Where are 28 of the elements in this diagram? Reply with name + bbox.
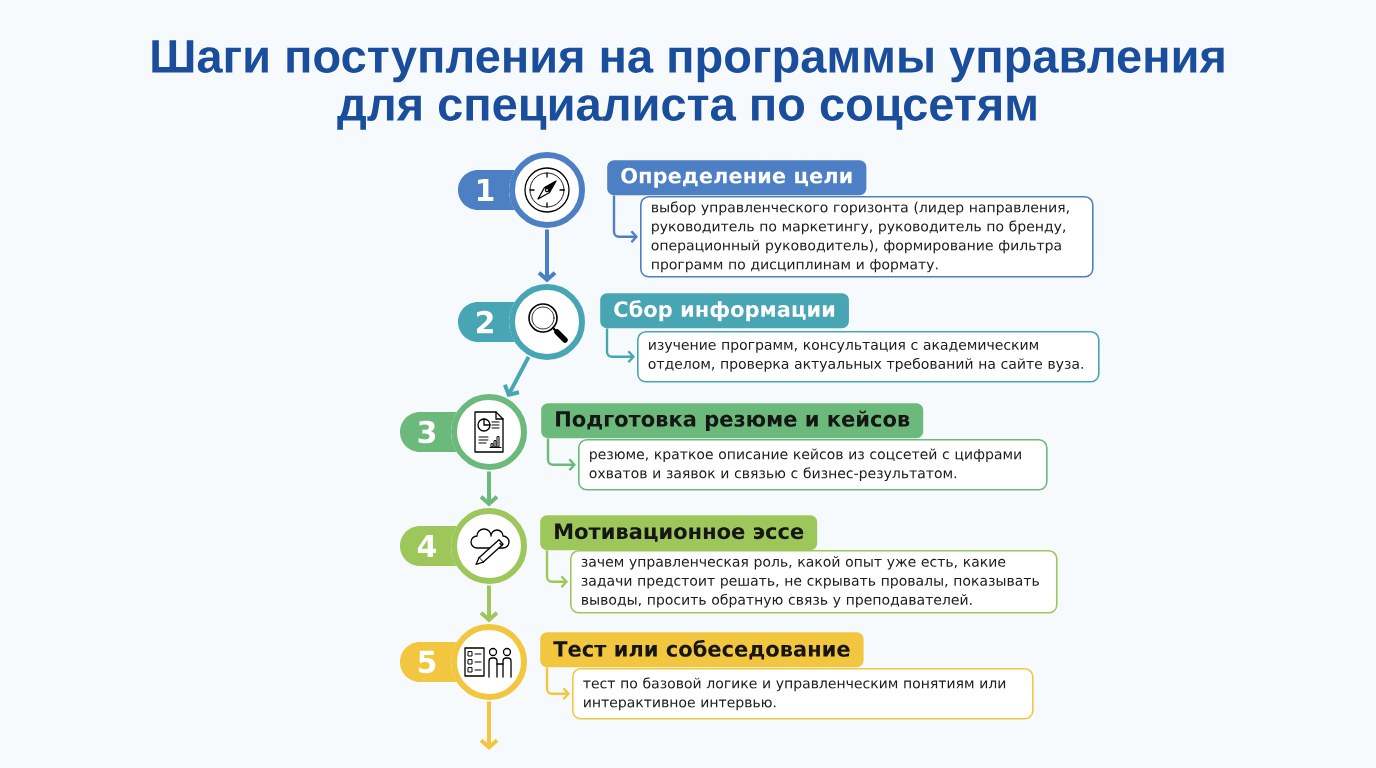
description-box: изучение программ, консультация с академическим отделом, проверка актуальных требований на сайте вуза. [637, 331, 1100, 383]
elbow-arrow [546, 438, 576, 472]
number-tab: 1 [458, 170, 515, 210]
arrow [503, 356, 531, 398]
number-tab: 2 [458, 302, 515, 342]
description-box: выбор управленческого горизонта (лидер направления, руководитель по маркетингу, руководитель по бренду, операционный руководитель), формирование фильтра программ по дисциплинам и формату. [640, 196, 1094, 278]
description-box: зачем управленческая роль, какой опыт уже есть, какие задачи предстоит решать, не скрывать провалы, показывать выводы, просить обратную связь у преподавателей. [570, 550, 1058, 614]
number-tab: 4 [400, 526, 457, 566]
elbow-arrow [612, 195, 638, 244]
heading-tab: Определение цели [607, 160, 867, 196]
heading-tab: Тест или собеседование [540, 632, 864, 668]
elbow-arrow [605, 328, 635, 364]
arrow [479, 471, 499, 507]
heading-tab: Сбор информации [600, 293, 849, 329]
step-circle [451, 624, 527, 700]
heading-tab: Мотивационное эссе [540, 515, 818, 551]
number-tab: 5 [400, 642, 457, 682]
elbow-arrow [545, 667, 570, 701]
elbow-arrow [545, 550, 568, 589]
number-tab: 3 [400, 412, 457, 452]
description-box: резюме, краткое описание кейсов из соцсетей с цифрами охватов и заявок и связью с бизнес-результатом. [578, 439, 1048, 491]
heading-tab: Подготовка резюме и кейсов [541, 403, 924, 439]
title: Шаги поступления на программы управления для специалиста по соцсетям [152, 40, 1224, 130]
arrow [479, 585, 499, 623]
node-label: Сбор информации [614, 300, 835, 322]
description-box: тест по базовой логике и управленческим понятиям или интерактивное интервью. [572, 668, 1034, 720]
arrow [479, 701, 499, 750]
arrow [537, 229, 557, 283]
